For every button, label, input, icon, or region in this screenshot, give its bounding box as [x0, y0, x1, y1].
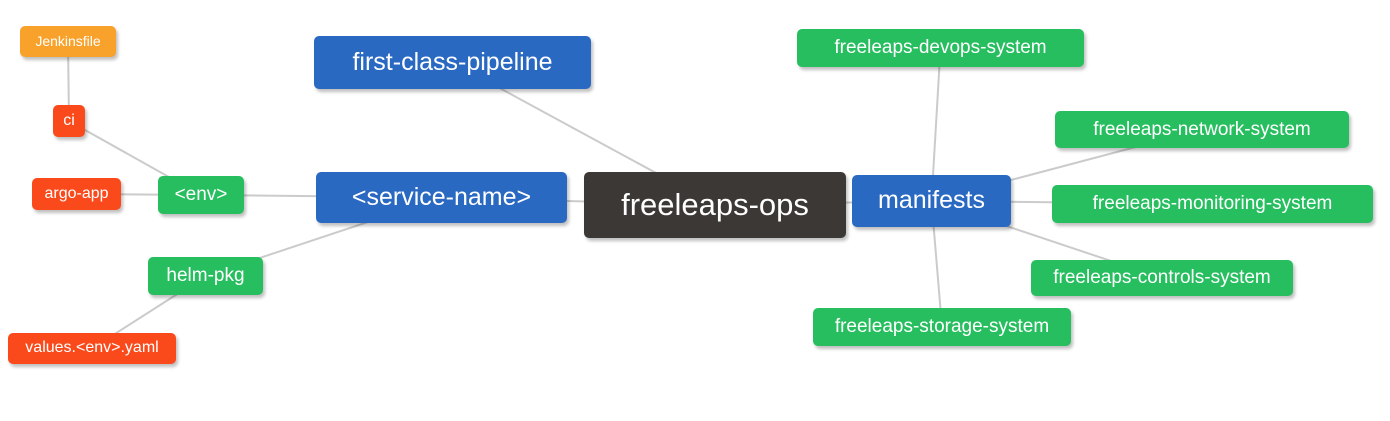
- node-storage-system[interactable]: freeleaps-storage-system: [813, 308, 1071, 346]
- node-label-network-system: freeleaps-network-system: [1093, 118, 1311, 140]
- node-controls-system[interactable]: freeleaps-controls-system: [1031, 260, 1293, 296]
- node-label-service-name: <service-name>: [351, 182, 532, 211]
- node-argo-app[interactable]: argo-app: [32, 178, 121, 210]
- node-freeleaps-ops[interactable]: freeleaps-ops: [584, 172, 846, 238]
- node-devops-system[interactable]: freeleaps-devops-system: [797, 29, 1084, 67]
- node-label-controls-system: freeleaps-controls-system: [1053, 267, 1271, 288]
- node-service-name[interactable]: <service-name>: [316, 172, 567, 223]
- node-label-env: <env>: [174, 184, 228, 205]
- node-label-first-class-pipeline: first-class-pipeline: [352, 47, 553, 76]
- node-label-devops-system: freeleaps-devops-system: [834, 37, 1047, 58]
- node-label-freeleaps-ops: freeleaps-ops: [621, 187, 809, 222]
- node-label-values-env-yaml: values.<env>.yaml: [25, 339, 159, 356]
- node-monitoring-system[interactable]: freeleaps-monitoring-system: [1052, 185, 1373, 223]
- node-network-system[interactable]: freeleaps-network-system: [1055, 111, 1349, 148]
- node-label-manifests: manifests: [878, 186, 985, 214]
- node-label-monitoring-system: freeleaps-monitoring-system: [1092, 193, 1333, 214]
- node-label-argo-app: argo-app: [44, 184, 109, 202]
- node-ci[interactable]: ci: [53, 105, 85, 137]
- node-label-helm-pkg: helm-pkg: [166, 265, 245, 286]
- node-helm-pkg[interactable]: helm-pkg: [148, 257, 263, 295]
- node-label-ci: ci: [63, 111, 75, 129]
- node-label-jenkinsfile: Jenkinsfile: [35, 33, 101, 49]
- node-env[interactable]: <env>: [158, 176, 244, 214]
- node-values-env-yaml[interactable]: values.<env>.yaml: [8, 333, 176, 364]
- node-manifests[interactable]: manifests: [852, 175, 1011, 227]
- node-first-class-pipeline[interactable]: first-class-pipeline: [314, 36, 591, 89]
- node-label-storage-system: freeleaps-storage-system: [834, 316, 1050, 337]
- node-jenkinsfile[interactable]: Jenkinsfile: [20, 26, 116, 57]
